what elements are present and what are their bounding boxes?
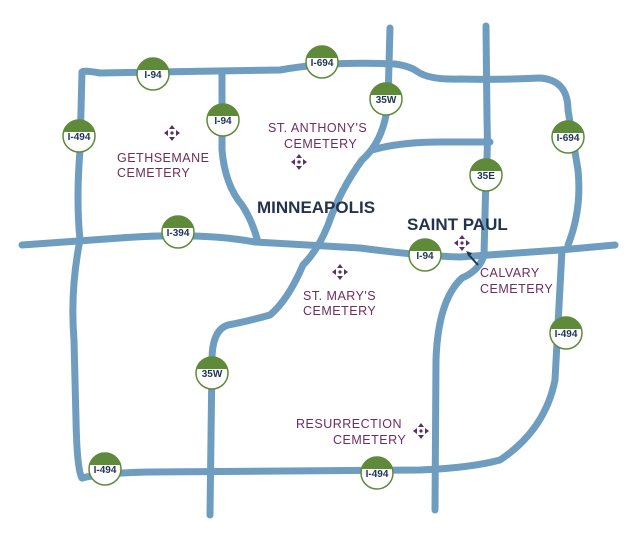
road-35e [431,22,491,514]
cemetery-label-line2: CEMETERY [284,137,357,151]
road-i94-north [78,59,583,249]
road-i94-mpls [218,68,262,246]
shield-label: I-494 [555,329,578,340]
road-i394-i94 [18,232,619,261]
shield-label: I-94 [144,70,162,81]
cemetery-marker-icon [454,235,470,251]
cemetery-marker-icon [291,154,307,170]
cemetery-marker-icon [164,125,180,141]
road-i494-west [69,68,86,482]
cemetery-st-marys[interactable]: ST. MARY'S CEMETERY [303,264,376,318]
cemetery-label-line1: ST. MARY'S [303,289,376,303]
cemetery-label-line2: CEMETERY [117,166,190,180]
shield-label: I-94 [214,116,232,127]
cemetery-label-line2: CEMETERY [480,282,553,296]
road-35w [206,24,394,519]
shield-label: I-494 [366,469,389,480]
shield-i394[interactable]: I-394 [161,215,195,249]
shield-label: I-394 [167,228,190,239]
shield-label: I-694 [311,58,334,69]
shield-label: I-694 [557,133,580,144]
shield-i694-north[interactable]: I-694 [305,45,339,79]
shield-i494-southwest[interactable]: I-494 [88,452,122,486]
shield-i94-stpaul[interactable]: I-94 [408,238,442,272]
shield-i494-east[interactable]: I-494 [549,316,583,350]
cemetery-calvary[interactable]: CALVARY CEMETERY [454,235,553,296]
shield-label: I-494 [94,465,117,476]
city-label-minneapolis: MINNEAPOLIS [257,198,375,217]
shield-i494-south[interactable]: I-494 [360,456,394,490]
cemetery-gethsemane[interactable]: GETHSEMANE CEMETERY [117,125,210,180]
shield-i94-mpls[interactable]: I-94 [206,103,240,137]
cemetery-label-line1: RESURRECTION [296,417,402,431]
cemetery-label-line2: CEMETERY [333,433,406,447]
shield-label: 35W [202,369,223,380]
shield-i94-west[interactable]: I-94 [136,57,170,91]
cemetery-marker-icon [332,264,348,280]
shield-label: I-94 [416,251,434,262]
shield-35e[interactable]: 35E [469,158,503,192]
shield-35w-north[interactable]: 35W [369,82,403,116]
city-label-saint-paul: SAINT PAUL [407,215,508,234]
cemetery-marker-icon [413,423,429,439]
shield-label: 35W [376,95,397,106]
shield-i694-east[interactable]: I-694 [551,120,585,154]
cemetery-st-anthonys[interactable]: ST. ANTHONY'S CEMETERY [268,121,367,170]
cemetery-label-line2: CEMETERY [303,304,376,318]
cemetery-label-line1: GETHSEMANE [117,151,210,165]
cemetery-resurrection[interactable]: RESURRECTION CEMETERY [296,417,429,447]
shield-label: I-494 [68,132,91,143]
shield-i494-northwest[interactable]: I-494 [62,119,96,153]
cemetery-label-line1: ST. ANTHONY'S [268,121,367,135]
arrowhead-icon [466,251,472,257]
cemetery-label-line1: CALVARY [480,266,540,280]
road-st-anthony-connector [368,138,494,154]
shield-35w-south[interactable]: 35W [195,356,229,390]
shield-label: 35E [477,171,495,182]
